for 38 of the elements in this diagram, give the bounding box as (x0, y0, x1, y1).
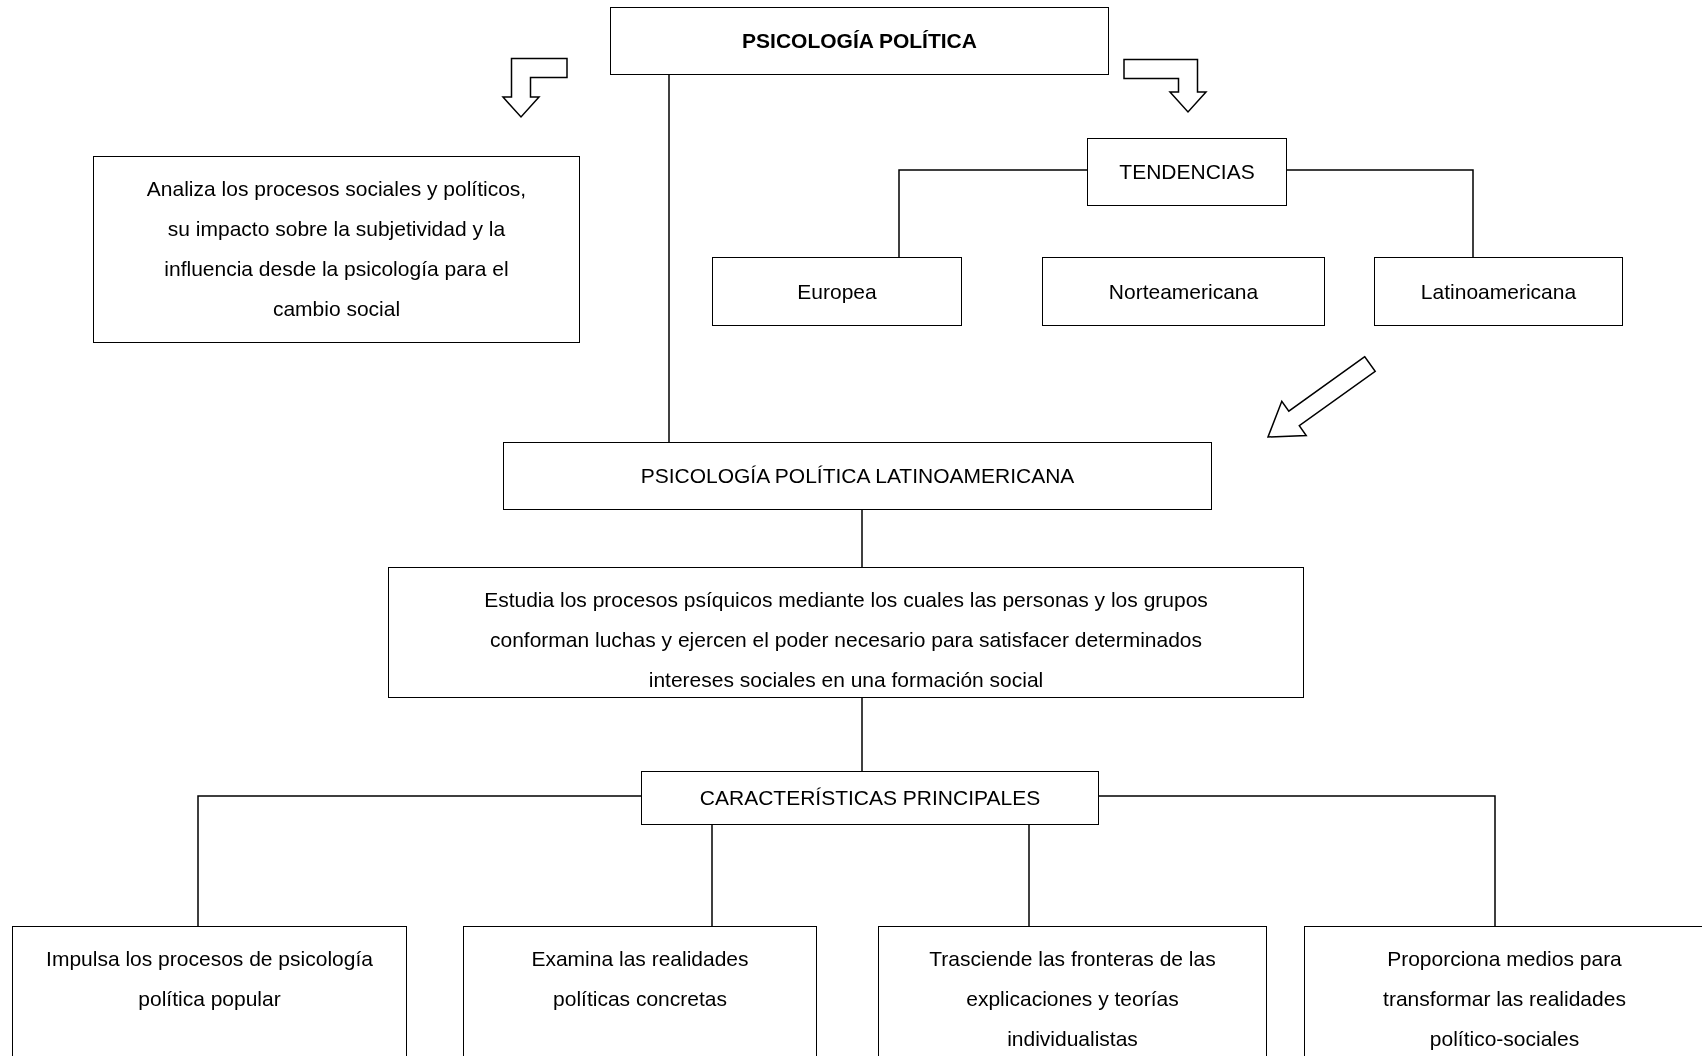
hollow-arrow (1123, 58, 1208, 114)
concept-box (1087, 138, 1287, 206)
concept-box (463, 926, 817, 1056)
connector-line (861, 697, 863, 772)
concept-box (878, 926, 1267, 1056)
connector-line (668, 74, 670, 443)
concept-box (12, 926, 407, 1056)
box-text: Proporciona medios para transformar las realidades político-sociales (1382, 946, 1627, 1052)
connector-line (861, 509, 863, 568)
box-text: Trasciende las fronteras de las explicaciones y teorías individualistas (928, 946, 1217, 1052)
concept-box (641, 771, 1099, 825)
concept-box (388, 567, 1304, 698)
box-text: TENDENCIAS (1119, 159, 1255, 185)
box-text: PSICOLOGÍA POLÍTICA (742, 28, 977, 54)
concept-box (93, 156, 580, 343)
concept-box (503, 442, 1212, 510)
box-text: CARACTERÍSTICAS PRINCIPALES (699, 785, 1041, 811)
box-text: Europea (797, 278, 877, 305)
box-text: Examina las realidades políticas concretas (530, 946, 750, 1012)
connector-line (197, 795, 642, 927)
concept-box (1304, 926, 1702, 1056)
box-text: Latinoamericana (1420, 278, 1577, 305)
connector-line (711, 824, 713, 927)
box-text: PSICOLOGÍA POLÍTICA LATINOAMERICANA (640, 463, 1075, 489)
connector-line (1098, 795, 1496, 927)
box-text: Impulsa los procesos de psicología política popular (45, 946, 374, 1012)
connector-line (1286, 169, 1474, 258)
connector-line (898, 169, 1088, 258)
hollow-arrow (1266, 355, 1377, 438)
concept-box (712, 257, 962, 326)
concept-box (610, 7, 1109, 75)
box-text: Estudia los procesos psíquicos mediante los cuales las personas y los grupos conforman luchas y ejercen el poder necesario para satisfacer determinados intereses sociales en una formación social (483, 587, 1209, 693)
box-text: Analiza los procesos sociales y políticos, su impacto sobre la subjetividad y la influencia desde la psicología para el cambio social (146, 176, 527, 322)
hollow-arrow (501, 57, 568, 119)
concept-box (1374, 257, 1623, 326)
connector-line (1028, 824, 1030, 927)
box-text: Norteamericana (1108, 278, 1259, 305)
concept-box (1042, 257, 1325, 326)
